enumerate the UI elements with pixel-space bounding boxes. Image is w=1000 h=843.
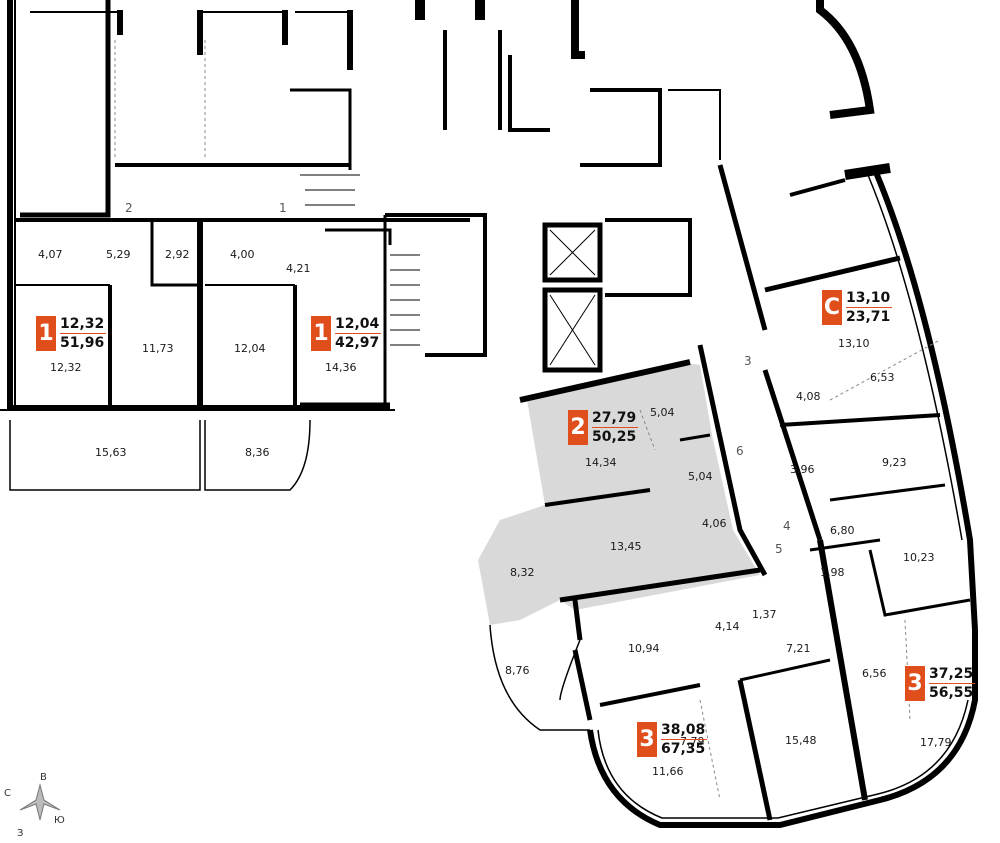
room-area: 11,73 xyxy=(142,342,174,355)
apartment-total-area: 50,25 xyxy=(592,429,637,445)
room-area: 11,66 xyxy=(652,765,684,778)
room-area: 1,37 xyxy=(752,608,777,621)
room-area: 7,21 xyxy=(786,642,811,655)
room-area: 5,04 xyxy=(688,470,713,483)
room-area: 4,07 xyxy=(38,248,63,261)
room-area: 8,76 xyxy=(505,664,530,677)
room-area: 3,96 xyxy=(790,463,815,476)
room-area: 14,34 xyxy=(585,456,617,469)
room-area: 15,48 xyxy=(785,734,817,747)
room-area: 13,10 xyxy=(838,337,870,350)
room-area: 2,92 xyxy=(165,248,190,261)
apartment-total-area: 42,97 xyxy=(335,335,380,351)
room-area: 17,79 xyxy=(920,736,952,749)
apartment-badge[interactable]: C 13,10 23,71 xyxy=(822,290,892,325)
apartment-living-area: 12,32 xyxy=(60,316,105,332)
apartment-rooms: 1 xyxy=(36,316,56,351)
apartment-badge[interactable]: 1 12,32 51,96 xyxy=(36,316,106,351)
apartment-living-area: 38,08 xyxy=(661,722,706,738)
room-area: 13,45 xyxy=(610,540,642,553)
room-area: 4,00 xyxy=(230,248,255,261)
room-area: 4,08 xyxy=(796,390,821,403)
compass-east: Ю xyxy=(54,815,65,826)
compass: В Ю З С xyxy=(4,772,65,839)
stair-number-3: 3 xyxy=(744,354,752,368)
room-area: 14,36 xyxy=(325,361,357,374)
apartment-rooms: 2 xyxy=(568,410,588,445)
apartment-rooms: 3 xyxy=(905,666,925,701)
apartment-living-area: 37,25 xyxy=(929,666,974,682)
apartment-living-area: 13,10 xyxy=(846,290,891,306)
apartment-badge[interactable]: 2 27,79 50,25 xyxy=(568,410,638,445)
apartment-rooms: 3 xyxy=(637,722,657,757)
room-area: 12,04 xyxy=(234,342,266,355)
apartment-rooms: C xyxy=(822,290,842,325)
room-area: 9,23 xyxy=(882,456,907,469)
apartment-living-area: 12,04 xyxy=(335,316,380,332)
apartment-badge[interactable]: 3 37,25 56,55 xyxy=(905,666,975,701)
room-area: 1,98 xyxy=(820,566,845,579)
apartment-living-area: 27,79 xyxy=(592,410,637,426)
stair-number-2: 2 xyxy=(125,201,133,215)
apartment-total-area: 67,35 xyxy=(661,741,706,757)
room-area: 15,63 xyxy=(95,446,127,459)
stair-numbers: 1 2 3 4 5 6 xyxy=(125,201,791,556)
compass-south: З xyxy=(17,828,23,839)
stair-number-4: 4 xyxy=(783,519,791,533)
room-area-labels: 4,07 5,29 2,92 4,00 4,21 11,73 12,04 14,… xyxy=(38,248,952,778)
room-area: 6,53 xyxy=(870,371,895,384)
room-area: 6,56 xyxy=(862,667,887,680)
apartment-badge[interactable]: 3 38,08 67,35 xyxy=(637,722,707,757)
room-area: 8,32 xyxy=(510,566,535,579)
apartment-total-area: 51,96 xyxy=(60,335,105,351)
room-area: 5,29 xyxy=(106,248,131,261)
room-area: 10,23 xyxy=(903,551,935,564)
room-area: 4,14 xyxy=(715,620,740,633)
stair-number-5: 5 xyxy=(775,542,783,556)
apartment-rooms: 1 xyxy=(311,316,331,351)
compass-north: В xyxy=(40,772,47,783)
room-area: 4,06 xyxy=(702,517,727,530)
room-area: 10,94 xyxy=(628,642,660,655)
apartment-badge[interactable]: 1 12,04 42,97 xyxy=(311,316,381,351)
stair-number-1: 1 xyxy=(279,201,287,215)
room-area: 12,32 xyxy=(50,361,82,374)
stair-number-6: 6 xyxy=(736,444,744,458)
apartment-total-area: 56,55 xyxy=(929,685,974,701)
room-area: 8,36 xyxy=(245,446,270,459)
room-area: 7,79 xyxy=(680,735,705,748)
room-area: 6,80 xyxy=(830,524,855,537)
room-area: 4,21 xyxy=(286,262,311,275)
apartment-total-area: 23,71 xyxy=(846,309,891,325)
room-area: 5,04 xyxy=(650,406,675,419)
compass-west: С xyxy=(4,788,11,799)
